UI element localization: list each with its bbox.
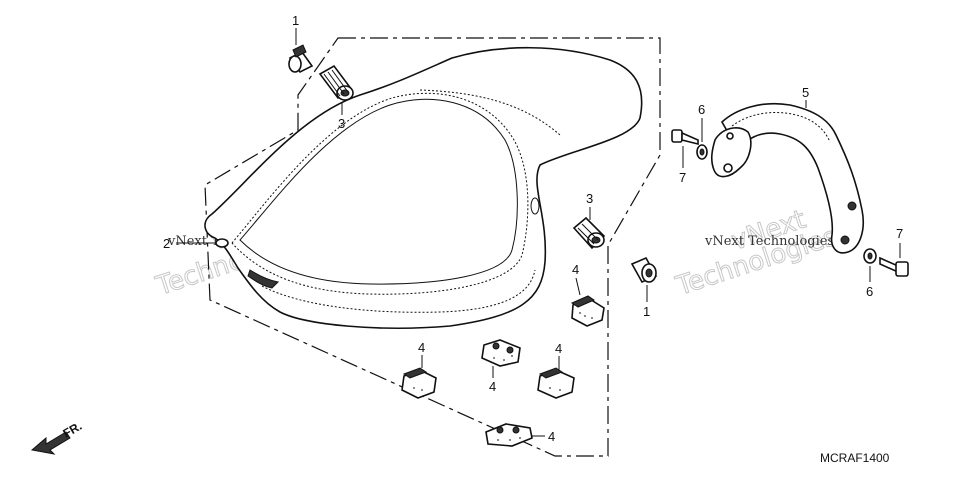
diagram-code: MCRAF1400 [820, 451, 890, 465]
callout-4-b: 4 [489, 379, 496, 394]
front-arrow: FR. [30, 419, 84, 455]
cushion-c [401, 367, 437, 399]
callout-4-c: 4 [418, 340, 425, 355]
callout-3-top: 3 [338, 116, 345, 131]
cushion-d [537, 367, 575, 399]
callout-6-lower: 6 [866, 284, 873, 299]
callout-5: 5 [802, 85, 809, 100]
assembly-boundary [204, 37, 661, 457]
collar-top [318, 64, 354, 101]
callout-4-a: 4 [572, 262, 579, 277]
seat [204, 46, 643, 329]
callout-1-top: 1 [292, 13, 299, 28]
callout-6-upper: 6 [698, 102, 705, 117]
callout-3-right: 3 [586, 191, 593, 206]
watermark-caption-right: vNext Technologies [704, 234, 834, 249]
callout-4-d: 4 [555, 341, 562, 356]
bolt-upper [671, 129, 699, 146]
callout-7-lower: 7 [896, 226, 903, 241]
callout-2: 2 [163, 236, 170, 251]
cushion-e [485, 423, 533, 447]
grab-rail [710, 102, 864, 254]
bolt-lower [879, 256, 909, 277]
cushion-a [570, 295, 605, 327]
grommet-right [630, 256, 658, 284]
cushion-b [481, 339, 521, 367]
callout-4-e: 4 [548, 429, 555, 444]
grommet-top [288, 44, 314, 74]
seat-front-hook [215, 238, 229, 248]
callout-7-upper: 7 [679, 170, 686, 185]
collar-right [572, 216, 606, 250]
callout-1-right: 1 [643, 304, 650, 319]
washer-upper [696, 144, 708, 160]
washer-lower [863, 248, 877, 264]
watermark-right: vNext Technologies vNext Technologies [671, 204, 841, 302]
